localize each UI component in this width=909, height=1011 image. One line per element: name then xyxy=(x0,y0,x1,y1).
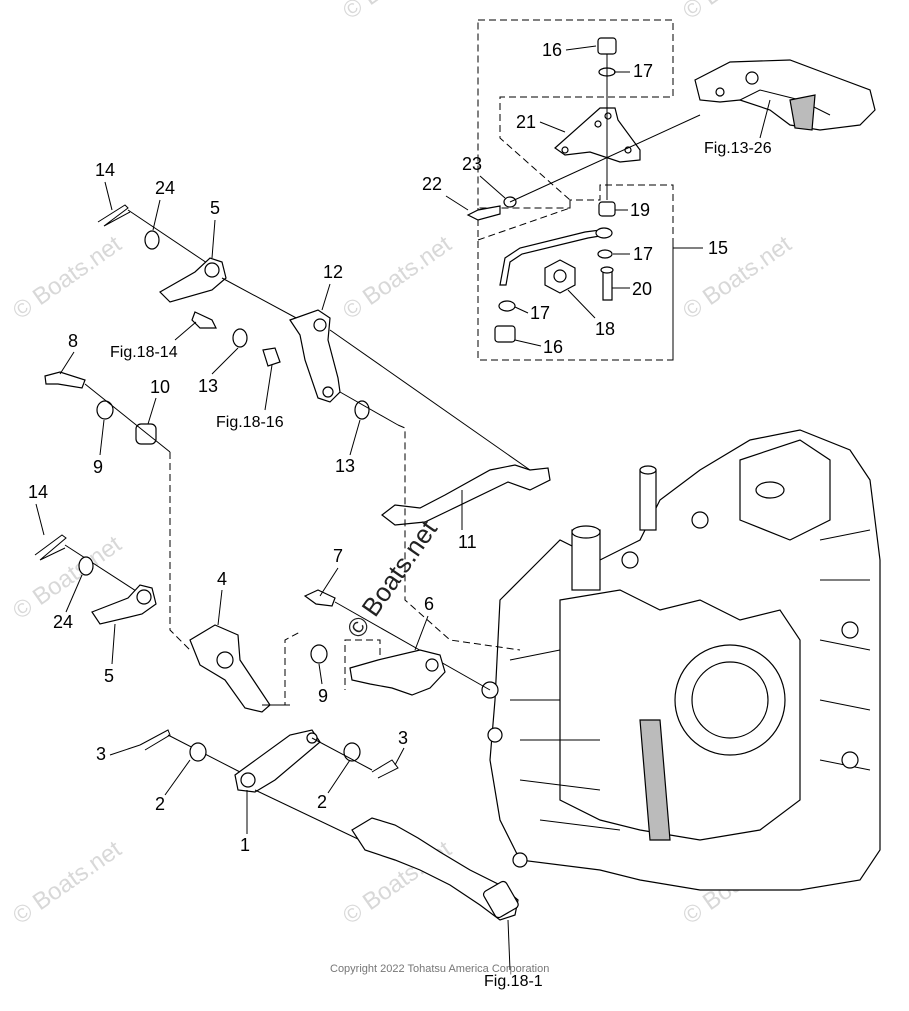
part-16-nut-lower xyxy=(494,325,516,343)
part-3-clip-right xyxy=(371,759,399,779)
watermark: © Boats.net xyxy=(678,230,797,324)
callout-label: 17 xyxy=(633,61,653,81)
watermark: © Boats.net xyxy=(338,0,457,25)
callout-label: 17 xyxy=(530,303,550,323)
engine-block xyxy=(481,429,881,891)
part-7-bolt xyxy=(303,589,336,607)
part-16-nut-upper xyxy=(597,37,617,55)
callout-labels: 1 2 2 3 3 4 5 5 6 7 8 9 9 10 11 12 13 13 xyxy=(28,40,728,855)
part-21-plate xyxy=(554,107,641,163)
part-9-washer-upper xyxy=(96,400,114,420)
callout-label: 2 xyxy=(155,794,165,814)
figure-references: Fig.13-26 Fig.18-14 Fig.18-16 Fig.18-1 xyxy=(110,99,772,990)
part-19-bushing xyxy=(598,201,616,217)
callout-label: 14 xyxy=(95,160,115,180)
callout-label: 17 xyxy=(633,244,653,264)
upper-bracket-assembly xyxy=(694,59,876,131)
callout-label: 14 xyxy=(28,482,48,502)
callout-label: 3 xyxy=(398,728,408,748)
fig-18-16-collar xyxy=(262,347,281,367)
callout-label: 5 xyxy=(210,198,220,218)
kit-boundary-box-15 xyxy=(477,200,674,360)
callout-label: 12 xyxy=(323,262,343,282)
part-13-washer-upper xyxy=(232,328,248,348)
callout-label: 6 xyxy=(424,594,434,614)
part-20-screw xyxy=(602,269,613,301)
callout-label: 13 xyxy=(198,376,218,396)
part-17-washer-mid xyxy=(597,249,613,259)
part-24-washer-upper xyxy=(144,230,160,250)
callout-label: 1 xyxy=(240,835,250,855)
fig-ref-18-14: Fig.18-14 xyxy=(110,344,178,361)
watermark: © Boats.net xyxy=(8,835,127,929)
part-2-washer-right xyxy=(343,742,361,762)
fig-ref-18-16: Fig.18-16 xyxy=(216,414,284,431)
part-17-washer-lower xyxy=(498,300,516,312)
fig-18-14-pin xyxy=(191,311,217,329)
part-3-clip-left xyxy=(139,729,171,751)
fig-ref-13-26: Fig.13-26 xyxy=(704,140,772,157)
part-8-bolt xyxy=(44,371,86,389)
part-11-throttle-rod xyxy=(381,464,551,526)
callout-label: 9 xyxy=(318,686,328,706)
part-14-clip-upper xyxy=(97,204,131,227)
callout-label: 15 xyxy=(708,238,728,258)
callout-label: 24 xyxy=(53,612,73,632)
part-24-washer-lower xyxy=(78,556,94,576)
callout-label: 7 xyxy=(333,546,343,566)
kit-boundary-box-upper xyxy=(477,19,674,209)
part-13-washer-lower xyxy=(354,400,370,420)
watermark: © Boats.net xyxy=(8,230,127,324)
kit-boundary-box-lower xyxy=(477,184,674,361)
callout-label: 5 xyxy=(104,666,114,686)
callout-label: 13 xyxy=(335,456,355,476)
part-9-washer-lower xyxy=(310,644,328,664)
part-2-washer-left xyxy=(189,742,207,762)
part-1-lever xyxy=(234,729,321,793)
fig-ref-18-1: Fig.18-1 xyxy=(484,973,543,990)
callout-label: 4 xyxy=(217,569,227,589)
center-watermark: © Boats.net xyxy=(340,514,443,643)
callout-label: 20 xyxy=(632,279,652,299)
callout-label: 19 xyxy=(630,200,650,220)
callout-label: 11 xyxy=(458,532,477,552)
callout-label: 18 xyxy=(595,319,615,339)
callout-label: 8 xyxy=(68,331,78,351)
copyright-text: Copyright 2022 Tohatsu America Corporati… xyxy=(330,963,549,975)
callout-label: 3 xyxy=(96,744,106,764)
part-22-bolt xyxy=(466,205,501,221)
part-6-bracket xyxy=(349,649,446,696)
callout-label: 16 xyxy=(542,40,562,60)
callout-label: 22 xyxy=(422,174,442,194)
callout-label: 21 xyxy=(516,112,536,132)
part-14-clip-lower xyxy=(34,534,67,561)
callout-label: 24 xyxy=(155,178,175,198)
watermark: © Boats.net xyxy=(338,230,457,324)
callout-label: 2 xyxy=(317,792,327,812)
callout-label: 16 xyxy=(543,337,563,357)
callout-label: 10 xyxy=(150,377,170,397)
part-4-lever xyxy=(189,624,271,713)
callout-label: 9 xyxy=(93,457,103,477)
watermark: © Boats.net xyxy=(678,0,797,25)
callout-label: 23 xyxy=(462,154,482,174)
